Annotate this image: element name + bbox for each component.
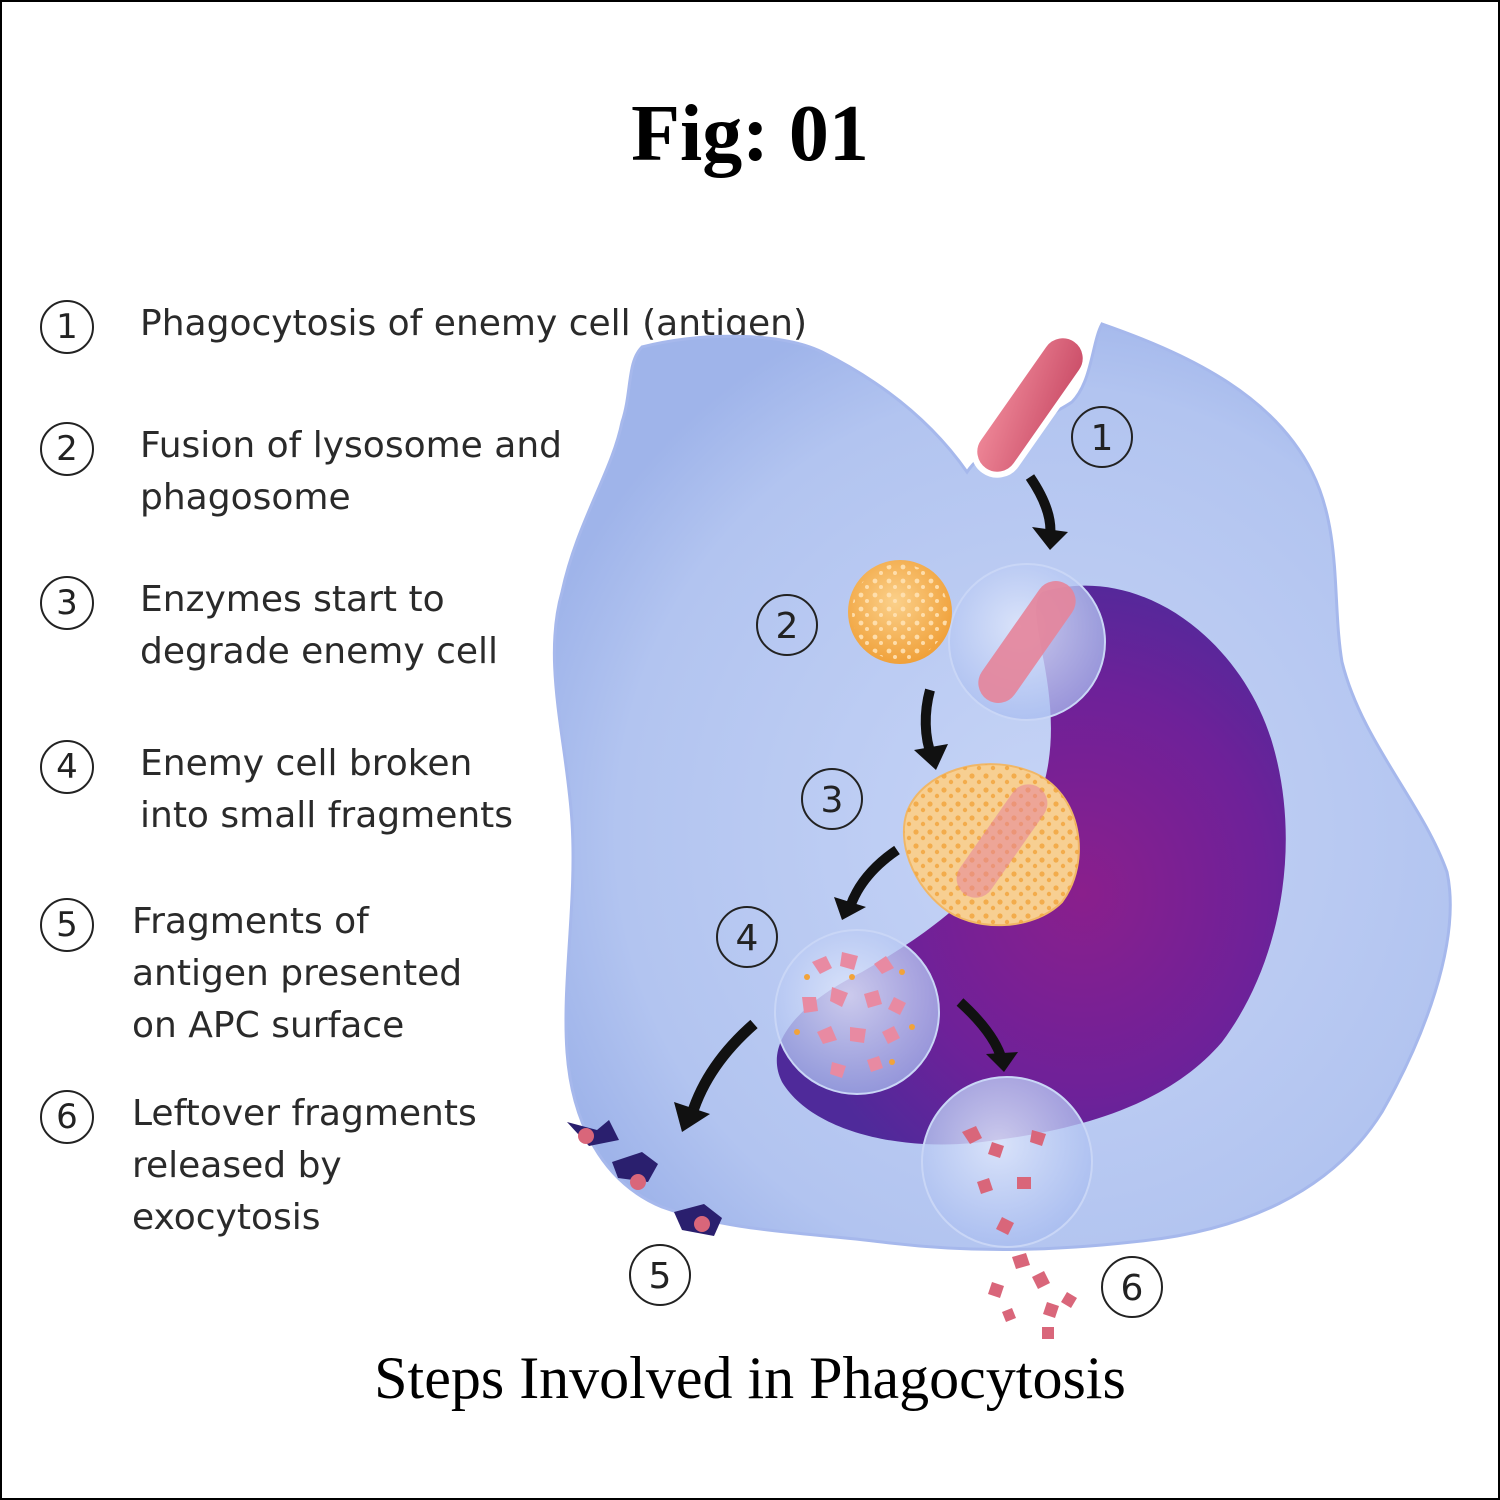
diagram-step-labels: 1 2 3 4 5 6 <box>629 406 1163 1318</box>
legend-number-4: 4 <box>40 740 94 794</box>
legend-number-1: 1 <box>40 300 94 354</box>
engulfed-antigen <box>978 581 1076 703</box>
legend-text-3: Enzymes start to degrade enemy cell <box>140 579 499 672</box>
diagram-label-1: 1 <box>1091 418 1114 459</box>
figure-title: Fig: 01 <box>631 90 869 178</box>
legend-number-5: 5 <box>40 898 94 952</box>
exocytic-vesicle <box>921 1076 1093 1248</box>
diagram-label-2: 2 <box>776 606 799 647</box>
legend-text-5: Fragments of antigen presented on APC su… <box>132 901 463 1046</box>
legend-text-4: Enemy cell broken into small fragments <box>140 743 514 836</box>
antigen-fragments <box>802 952 906 1078</box>
diagram-label-5: 5 <box>649 1256 672 1297</box>
legend-text-6: Leftover fragments released by exocytosi… <box>132 1093 477 1238</box>
figure-caption: Steps Involved in Phagocytosis <box>374 1345 1126 1411</box>
diagram-label-6: 6 <box>1121 1268 1144 1309</box>
diagram-label-3: 3 <box>821 780 844 821</box>
mhc-receptors <box>567 1120 722 1236</box>
diagram-label-4: 4 <box>736 918 759 959</box>
released-fragments <box>962 1126 1077 1339</box>
antigen-cell <box>971 332 1089 478</box>
legend-number-2: 2 <box>40 422 94 476</box>
legend-number-6: 6 <box>40 1090 94 1144</box>
legend-text-1: Phagocytosis of enemy cell (antigen) <box>140 303 808 344</box>
process-arrows <box>674 474 1068 1132</box>
legend-text-2: Fusion of lysosome and phagosome <box>140 425 562 518</box>
fragment-vesicle <box>774 929 940 1095</box>
degrading-antigen <box>956 784 1048 898</box>
legend-number-3: 3 <box>40 576 94 630</box>
